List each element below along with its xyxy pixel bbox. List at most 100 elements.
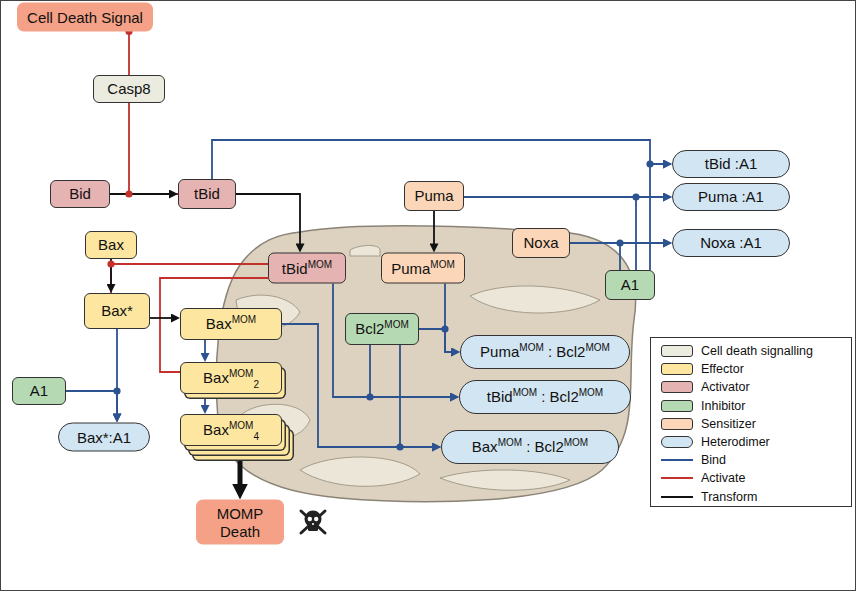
label-part: Bax* [101, 302, 133, 319]
label-part: MOMP Death [217, 505, 264, 539]
signalling-box: Casp8 [93, 75, 165, 103]
transform-arrow [150, 317, 177, 319]
junction-group [107, 28, 653, 451]
legend-swatch [661, 363, 693, 375]
legend-label: Activator [701, 380, 750, 394]
legend-swatch [661, 436, 693, 448]
label-part: : Bcl2 [537, 388, 579, 405]
label-part: tBid [282, 259, 308, 276]
node-label: A1 [30, 382, 48, 399]
label-part: Bid [69, 185, 91, 202]
label-part: Bax [203, 369, 229, 386]
heterodimer-pill: Noxa :A1 [672, 229, 790, 257]
node-label: Bcl2MOM [355, 320, 409, 337]
node-label: PumaMOM : Bcl2MOM [480, 343, 610, 360]
label-part: A1 [30, 382, 48, 399]
activator-box: Bid [50, 180, 110, 208]
legend-swatch [661, 400, 693, 412]
superscript: MOM [229, 420, 253, 431]
bind-line [333, 284, 456, 398]
junction-dot [441, 325, 448, 332]
label-part: Bax [98, 236, 124, 253]
inhibitor-box: A1 [605, 270, 655, 300]
label-part: Bcl2 [355, 320, 384, 337]
bind-line [400, 345, 438, 447]
crista [300, 457, 420, 486]
node-label: Casp8 [107, 80, 150, 97]
node-label: BaxMOM2 [203, 369, 259, 386]
signal-box: Cell Death Signal [17, 3, 153, 32]
junction-dot [107, 260, 114, 267]
inhibitor-box: Bcl2MOM [345, 313, 419, 345]
superscript: MOM [513, 387, 537, 398]
bind-line [370, 345, 456, 397]
subscript: 2 [253, 379, 259, 390]
node-label: tBidMOM : Bcl2MOM [487, 388, 603, 405]
bind-line [66, 391, 117, 420]
transform-arrow [238, 446, 243, 492]
legend-line-sample [661, 491, 693, 503]
crista [440, 470, 570, 490]
skull-eye [308, 517, 312, 521]
legend-box: Cell death signallingEffectorActivatorIn… [650, 337, 852, 507]
legend-label: Transform [701, 490, 758, 504]
crista [470, 286, 600, 313]
heterodimer-pill: Bax*:A1 [58, 423, 150, 452]
effector-box: BaxMOM [180, 308, 282, 340]
bind-line [650, 164, 669, 270]
node-label: tBidMOM [282, 259, 332, 276]
heterodimer-pill: BaxMOM : Bcl2MOM [441, 430, 619, 464]
label-part: Noxa [523, 234, 558, 251]
label-part: Bax [472, 438, 498, 455]
bind-line [204, 340, 206, 359]
junction-dot [396, 443, 403, 450]
subscript: 4 [253, 431, 259, 442]
label-part: Casp8 [107, 80, 150, 97]
label-part: Bax [206, 315, 232, 332]
label-part: : Bcl2 [544, 343, 586, 360]
label-part: Noxa :A1 [700, 234, 762, 251]
node-label: Noxa [523, 234, 558, 251]
bind-line [620, 243, 669, 270]
crossbone [301, 511, 325, 533]
legend-label: Activate [701, 471, 745, 485]
heterodimer-pill: PumaMOM : Bcl2MOM [460, 335, 630, 369]
node-label: BaxMOM : Bcl2MOM [472, 438, 588, 455]
node-label: Puma [414, 187, 453, 204]
node-label: Puma :A1 [698, 188, 764, 205]
node-label: BaxMOM4 [203, 421, 259, 438]
superscript: MOM [232, 314, 256, 325]
effector-box: BaxMOM4 [180, 414, 282, 446]
bind-line [445, 284, 457, 353]
legend-row: Sensitizer [661, 417, 756, 431]
skull-eye [314, 517, 318, 521]
legend-label: Heterodimer [701, 435, 770, 449]
node-label: A1 [621, 276, 639, 293]
signal-box: MOMP Death [196, 500, 284, 545]
effector-box: Bax [85, 231, 137, 259]
label-part: Bax*:A1 [77, 428, 131, 445]
legend-swatch [661, 418, 693, 430]
bind-line [212, 140, 669, 179]
inhibitor-box: A1 [12, 377, 66, 405]
legend-label: Cell death signalling [701, 344, 813, 358]
skull-head [305, 511, 322, 528]
superscript: MOM [308, 258, 332, 269]
junction-dot [646, 160, 653, 167]
heterodimer-pill: tBid :A1 [672, 150, 790, 178]
legend-line [661, 477, 693, 479]
node-label: Cell Death Signal [27, 8, 143, 25]
superscript: MOM [564, 437, 588, 448]
effector-box: Bax* [84, 293, 150, 329]
node-label: PumaMOM [391, 259, 455, 276]
label-part: Puma :A1 [698, 188, 764, 205]
legend-row: Inhibitor [661, 399, 745, 413]
label-part: Puma [480, 343, 519, 360]
legend-row: Transform [661, 490, 758, 504]
transform-arrow [236, 194, 300, 250]
legend-swatch [661, 381, 693, 393]
heterodimer-pill: Puma :A1 [672, 183, 790, 211]
superscript: MOM [519, 342, 543, 353]
node-label: MOMP Death [209, 505, 271, 540]
